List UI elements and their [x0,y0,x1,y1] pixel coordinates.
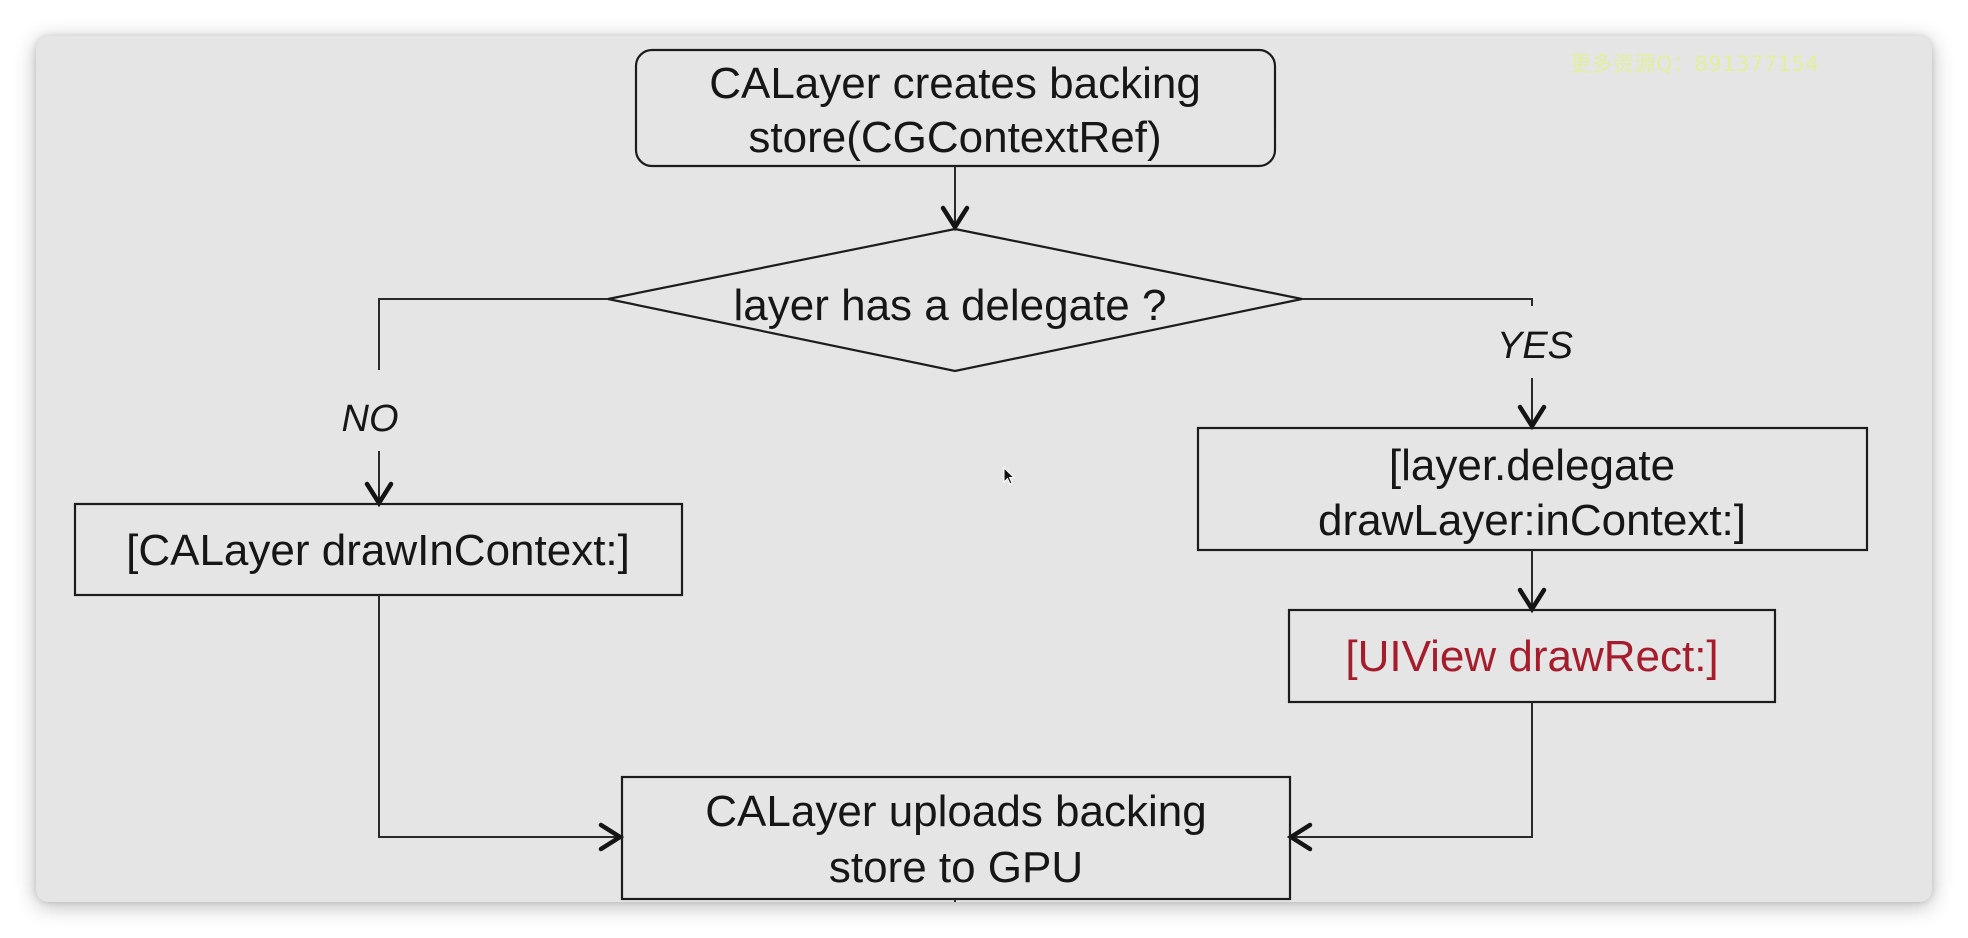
yes-label: YES [1497,325,1573,367]
connector-delegate-to-uiview [1517,550,1547,614]
uiview-node-text: [UIView drawRect:] [1345,632,1718,681]
yes-branch-node-line1: [layer.delegate [1389,441,1675,490]
no-branch-line-upper [378,298,608,370]
decision-diamond [607,227,1303,373]
arrowhead-right-icon [598,822,625,852]
connector-start-to-decision [940,166,970,232]
connector-left-to-end [378,595,625,852]
yes-branch-connector: YES [1302,298,1573,431]
no-branch-node-text: [CALayer drawInContext:] [126,526,630,575]
connector-right-to-end [1286,702,1533,852]
decision-node: layer has a delegate ? [607,227,1303,373]
end-node-line2: store to GPU [829,843,1083,892]
watermark-text: 更多资源Q：891377154 [1570,52,1820,76]
decision-text: layer has a delegate ? [734,281,1167,330]
start-node: CALayer creates backing store(CGContextR… [634,48,1277,168]
diagram-panel [36,36,1932,902]
arrowhead-down-icon [1517,404,1547,431]
uiview-node: [UIView drawRect:] [1287,608,1777,704]
mouse-cursor-icon [1003,467,1016,485]
arrowhead-down-icon [940,205,970,232]
connector-line [378,595,620,838]
start-node-line1: CALayer creates backing [709,59,1201,108]
yes-branch-node-line2: drawLayer:inContext:] [1318,496,1746,545]
start-node-line2: store(CGContextRef) [748,113,1161,162]
no-label: NO [342,398,399,440]
end-node-line1: CALayer uploads backing [705,787,1206,836]
yes-branch-node: [layer.delegate drawLayer:inContext:] [1196,426,1869,552]
end-node: CALayer uploads backing store to GPU [620,775,1292,902]
connector-line [1291,702,1533,838]
yes-branch-line-upper [1302,298,1533,306]
no-branch-node: [CALayer drawInContext:] [73,502,684,597]
no-branch-connector: NO [342,298,608,508]
